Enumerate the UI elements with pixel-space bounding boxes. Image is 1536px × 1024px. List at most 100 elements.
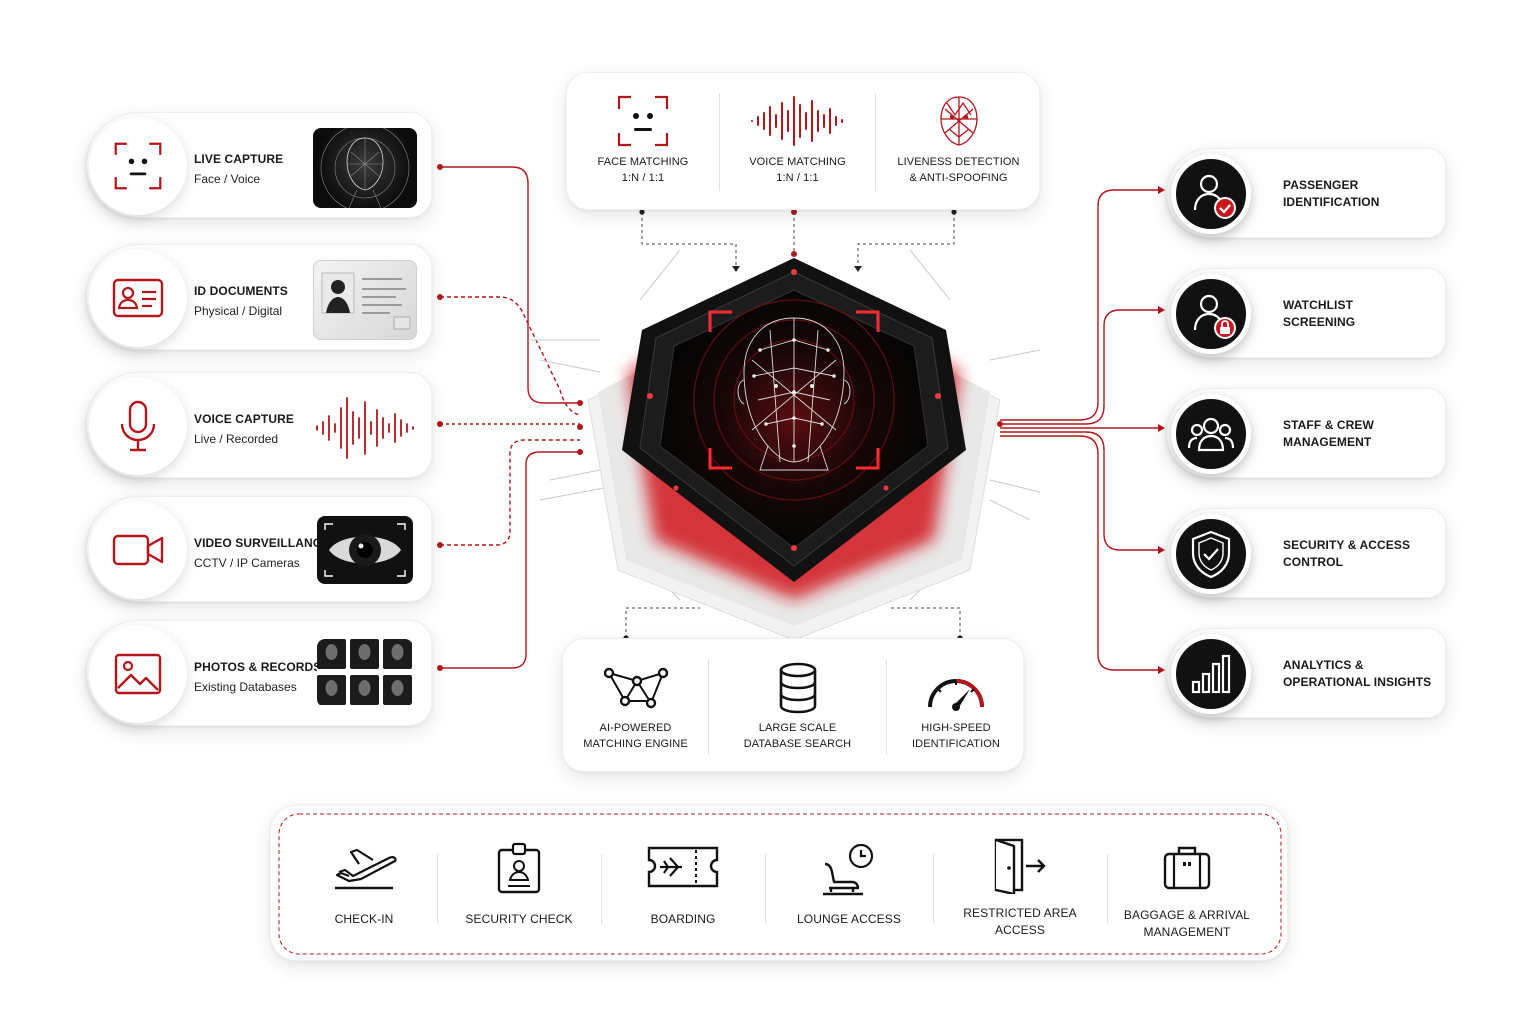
input-icon-circle [89,625,187,723]
input-subtitle: Live / Recorded [194,432,279,446]
input-title: VOICE CAPTURE [194,412,294,426]
input-icon-circle [89,117,187,215]
output-staff-crew[interactable]: STAFF & CREW MANAGEMENT [1166,388,1446,478]
output-title-line2: IDENTIFICATION [1283,195,1380,209]
feature-ai-matching: AI-POWERED MATCHING ENGINE [563,661,708,752]
output-icon-circle [1171,634,1251,714]
feature-subtitle: 1:N / 1:1 [621,172,665,184]
photo-grid-thumbnail [317,639,413,707]
output-security-access[interactable]: SECURITY & ACCESS CONTROL [1166,508,1446,598]
waveform-thumbnail [313,388,417,468]
flow-step-baggage-arrival[interactable]: BAGGAGE & ARRIVAL MANAGEMENT [1113,842,1261,941]
output-title-line1: SECURITY & ACCESS [1283,538,1411,552]
output-passenger-identification[interactable]: PASSENGER IDENTIFICATION [1166,148,1446,238]
feature-title: FACE MATCHING [597,156,689,168]
input-voice-capture[interactable]: VOICE CAPTURE Live / Recorded [86,372,432,478]
flow-step-boarding[interactable]: BOARDING [607,842,759,928]
input-title: PHOTOS & RECORDS [194,660,322,674]
flow-step-label: BAGGAGE & ARRIVAL [1123,908,1251,922]
door-exit-icon [994,838,1046,896]
feature-title: LARGE SCALE [758,722,837,734]
output-icon-circle [1171,514,1251,594]
input-live-capture[interactable]: LIVE CAPTURE Face / Voice [86,112,432,218]
lounge-chair-clock-icon [823,843,874,896]
input-photos-records[interactable]: PHOTOS & RECORDS Existing Databases [86,620,432,726]
feature-subtitle: 1:N / 1:1 [776,172,819,184]
input-icon-circle [89,249,187,347]
feature-voice-matching: VOICE MATCHING 1:N / 1:1 [720,93,875,186]
input-id-documents[interactable]: ID DOCUMENTS Physical / Digital [86,244,432,350]
feature-subtitle: & ANTI-SPOOFING [909,172,1008,184]
boarding-pass-icon [647,846,719,888]
feature-subtitle: IDENTIFICATION [912,738,1000,750]
matching-capabilities-panel: FACE MATCHING 1:N / 1:1 VOICE MATCHING 1… [566,72,1040,210]
airport-flow-bar: CHECK-IN SECURITY CHECK BOARDING LOUNGE … [270,805,1288,961]
divider [886,659,887,755]
divider [437,854,438,924]
output-icon-circle [1171,274,1251,354]
input-subtitle: CCTV / IP Cameras [194,556,300,570]
waveform-icon [750,96,843,146]
id-card-thumbnail [313,260,417,340]
input-title: VIDEO SURVEILLANCE [194,536,330,550]
feature-face-matching: FACE MATCHING 1:N / 1:1 [567,93,719,186]
flow-step-restricted-area[interactable]: RESTRICTED AREA ACCESS [939,838,1101,939]
video-camera-icon [112,534,164,566]
flow-step-label: LOUNGE ACCESS [797,912,901,926]
speedometer-icon [928,679,984,711]
output-title-line2: MANAGEMENT [1283,435,1372,449]
output-icon-circle [1171,394,1251,474]
input-icon-circle [89,377,187,475]
input-subtitle: Existing Databases [194,680,297,694]
input-subtitle: Physical / Digital [194,304,283,318]
group-icon [1187,417,1235,452]
flow-step-lounge-access[interactable]: LOUNGE ACCESS [771,842,927,928]
divider [601,854,602,924]
input-icon-circle [89,501,187,599]
person-lock-icon [1193,294,1236,339]
feature-database-search: LARGE SCALE DATABASE SEARCH [709,661,886,752]
shield-check-icon [1191,530,1231,579]
luggage-icon [1163,846,1211,890]
output-watchlist-screening[interactable]: WATCHLIST SCREENING [1166,268,1446,358]
flow-step-label-line2: ACCESS [995,923,1045,937]
input-title: LIVE CAPTURE [194,152,284,166]
feature-high-speed: HIGH-SPEED IDENTIFICATION [887,661,1025,752]
output-title-line1: PASSENGER [1283,178,1359,192]
output-analytics[interactable]: ANALYTICS & OPERATIONAL INSIGHTS [1166,628,1446,718]
divider [933,854,934,924]
badge-icon [497,842,541,894]
image-icon [114,653,162,695]
divider [708,659,709,755]
flow-step-label-line2: MANAGEMENT [1143,925,1231,939]
flow-step-check-in[interactable]: CHECK-IN [291,842,437,928]
feature-title: LIVENESS DETECTION [897,156,1020,168]
output-title-line1: ANALYTICS & [1283,658,1364,672]
divider [875,93,876,191]
flow-step-label: BOARDING [650,912,716,926]
eye-camera-thumbnail [317,516,413,584]
output-title-line2: CONTROL [1283,555,1344,569]
bar-chart-icon [1191,654,1231,694]
airplane-takeoff-icon [335,848,397,890]
input-video-surveillance[interactable]: VIDEO SURVEILLANCE CCTV / IP Cameras [86,496,432,602]
divider [765,854,766,924]
flow-step-label: CHECK-IN [334,912,394,926]
output-title-line1: STAFF & CREW [1283,418,1374,432]
database-icon [779,662,816,714]
face-mesh-thumbnail [313,128,417,208]
face-scan-icon [114,142,162,190]
feature-subtitle: MATCHING ENGINE [583,738,688,750]
flow-step-label: SECURITY CHECK [465,912,573,926]
output-title-line1: WATCHLIST [1283,298,1353,312]
person-check-icon [1193,174,1236,219]
feature-title: HIGH-SPEED [921,722,991,734]
flow-step-security-check[interactable]: SECURITY CHECK [443,842,595,928]
engine-capabilities-panel: AI-POWERED MATCHING ENGINE LARGE SCALE D… [562,638,1024,772]
flow-step-label: RESTRICTED AREA [963,906,1077,920]
feature-title: AI-POWERED [599,722,672,734]
divider [719,93,720,191]
feature-subtitle: DATABASE SEARCH [743,738,852,750]
id-card-icon [112,278,164,318]
divider [1107,854,1108,924]
